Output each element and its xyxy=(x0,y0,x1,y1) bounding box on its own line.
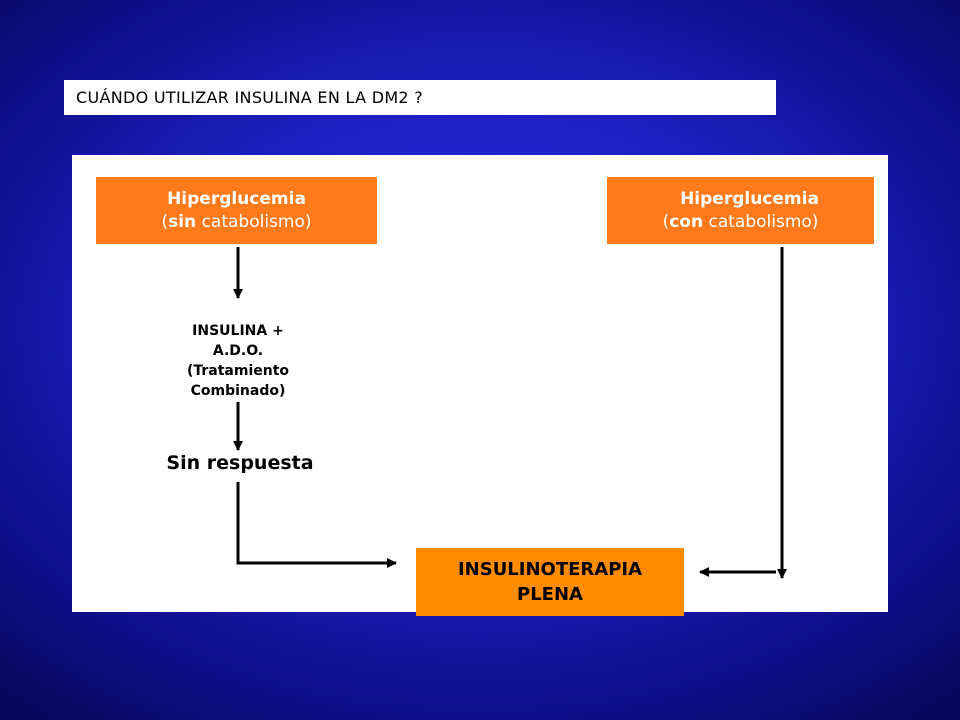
combined-line-4: Combinado) xyxy=(190,383,286,399)
slide-title-box: CUÁNDO UTILIZAR INSULINA EN LA DM2 ? xyxy=(64,80,776,115)
node-no-response: Sin respuesta xyxy=(166,452,314,474)
node-right-rest: catabolismo) xyxy=(703,211,819,232)
node-left-paren: ( xyxy=(161,211,169,232)
slide-title: CUÁNDO UTILIZAR INSULINA EN LA DM2 ? xyxy=(76,88,424,107)
node-left-subtitle: (sin catabolismo) xyxy=(161,211,311,234)
node-right-paren: ( xyxy=(662,211,670,232)
node-full-insulin-therapy: INSULINOTERAPIA PLENA xyxy=(416,548,684,616)
node-hyperglycemia-without-catabolism: Hiperglucemia (sin catabolismo) xyxy=(96,177,377,244)
node-left-rest: catabolismo) xyxy=(196,211,312,232)
node-left-bold-word: sin xyxy=(168,211,197,232)
node-hyperglycemia-with-catabolism: Hiperglucemia (con catabolismo) xyxy=(607,177,874,244)
node-right-title: Hiperglucemia xyxy=(680,188,819,209)
combined-line-1: INSULINA + xyxy=(192,323,284,339)
node-right-subtitle: (con catabolismo) xyxy=(663,211,819,234)
final-line-2: PLENA xyxy=(517,584,583,605)
node-left-title: Hiperglucemia xyxy=(167,188,306,209)
final-line-1: INSULINOTERAPIA xyxy=(457,559,643,580)
combined-line-3: (Tratamiento xyxy=(186,363,290,379)
combined-line-2: A.D.O. xyxy=(212,343,264,359)
node-combined-treatment: INSULINA + A.D.O. (Tratamiento Combinado… xyxy=(148,321,328,401)
node-right-bold-word: con xyxy=(669,211,704,232)
arrow-no-response-to-final xyxy=(236,482,397,568)
